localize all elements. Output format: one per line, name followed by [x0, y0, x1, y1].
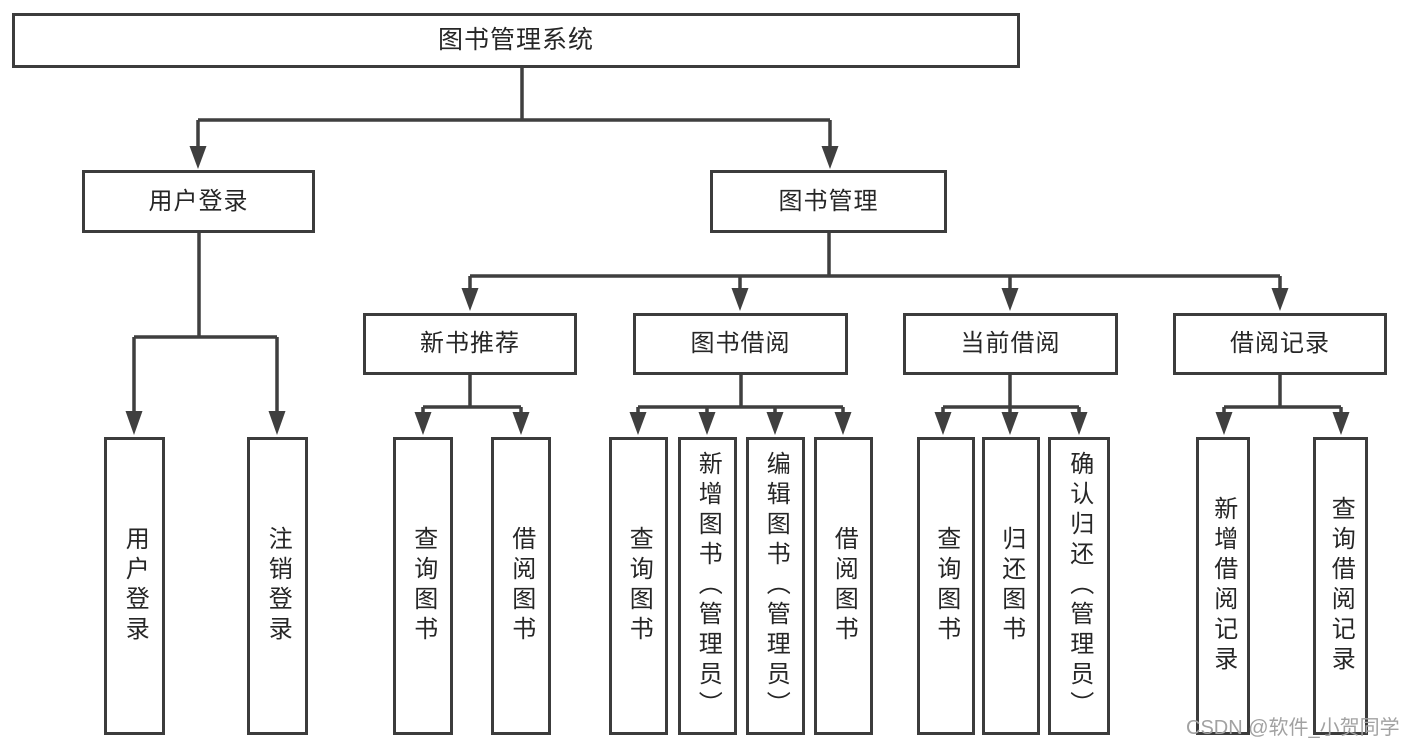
node-query-books-current: 查询图书	[917, 437, 975, 735]
node-query-borrow-record: 查询借阅记录	[1313, 437, 1368, 735]
node-confirm-return-admin: 确认归还（管理员）	[1048, 437, 1110, 735]
node-query-books-recommend: 查询图书	[393, 437, 453, 735]
node-book-borrow: 图书借阅	[633, 313, 848, 375]
node-return-book: 归还图书	[982, 437, 1040, 735]
node-user-login-leaf: 用户登录	[104, 437, 165, 735]
node-book-management: 图书管理	[710, 170, 947, 233]
node-root: 图书管理系统	[12, 13, 1020, 68]
node-current-borrow: 当前借阅	[903, 313, 1118, 375]
node-new-book-recommend: 新书推荐	[363, 313, 577, 375]
node-user-login: 用户登录	[82, 170, 315, 233]
node-borrow-books-recommend: 借阅图书	[491, 437, 551, 735]
node-add-book-admin: 新增图书（管理员）	[678, 437, 737, 735]
node-edit-book-admin: 编辑图书（管理员）	[746, 437, 805, 735]
node-logout: 注销登录	[247, 437, 308, 735]
node-borrow-books-leaf: 借阅图书	[814, 437, 873, 735]
node-borrow-records: 借阅记录	[1173, 313, 1387, 375]
watermark: CSDN @软件_小贺同学	[1186, 717, 1400, 739]
node-query-books-borrow: 查询图书	[609, 437, 668, 735]
node-add-borrow-record: 新增借阅记录	[1196, 437, 1250, 735]
